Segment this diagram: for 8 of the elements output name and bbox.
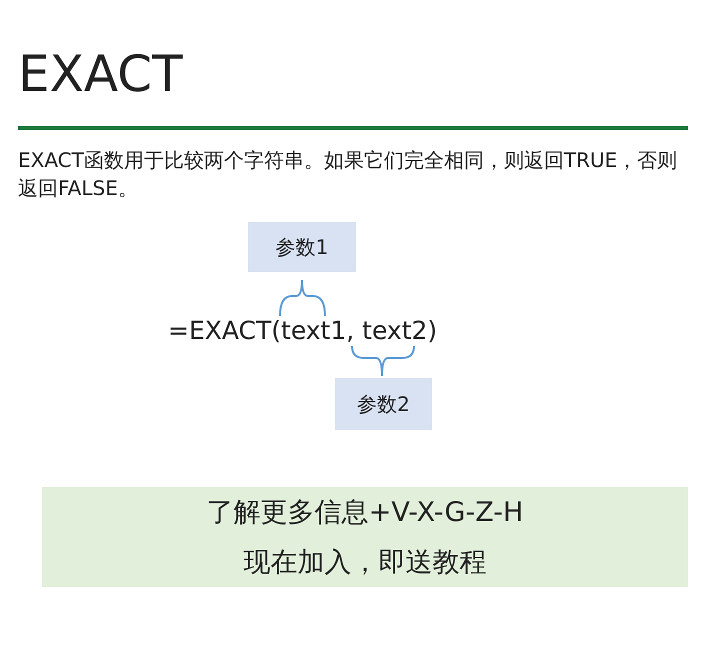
- formula-text: =EXACT(text1, text2): [168, 315, 438, 347]
- parameter-label-box: 参数1: [248, 222, 356, 272]
- banner-text: 现在加入，即送教程: [244, 546, 486, 580]
- title: EXACT: [18, 44, 183, 104]
- banner-text: 了解更多信息+V-X-G-Z-H: [206, 496, 524, 530]
- promo-banner: [42, 487, 688, 587]
- parameter-label-box: 参数2: [335, 378, 432, 430]
- description-text: EXACT函数用于比较两个字符串。如果它们完全相同，则返回TRUE，否则返回FALSE。: [18, 147, 678, 202]
